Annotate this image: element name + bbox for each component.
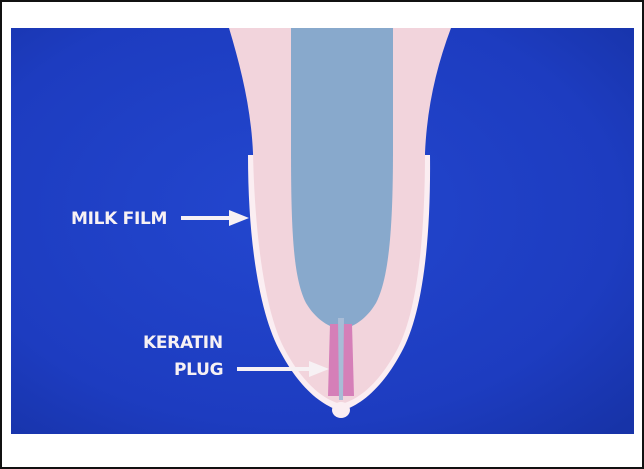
keratin-label-line2: PLUG [174, 360, 223, 380]
keratin-label-line1: KERATIN [143, 333, 223, 353]
streak-canal [338, 318, 344, 400]
teat-cistern [291, 28, 393, 328]
milk-drop [332, 402, 350, 418]
teat-cross-section-slide: MILK FILM KERATIN PLUG [11, 28, 634, 434]
milk-film-label: MILK FILM [71, 209, 167, 229]
teat-diagram: MILK FILM KERATIN PLUG [11, 28, 634, 434]
